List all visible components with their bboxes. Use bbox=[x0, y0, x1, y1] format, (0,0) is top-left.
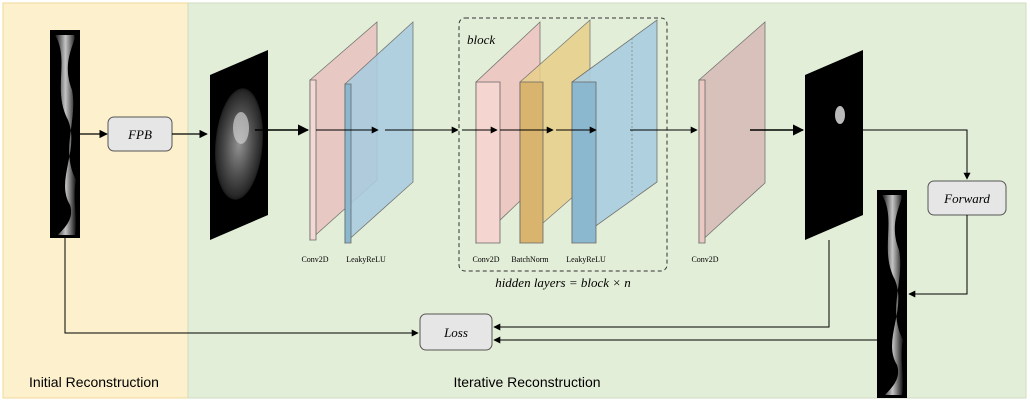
loss-label: Loss bbox=[443, 325, 468, 340]
layer-leakyrelu-1 bbox=[344, 21, 414, 244]
iterative-reconstruction-label: Iterative Reconstruction bbox=[453, 374, 600, 390]
arrow-ct-to-forward bbox=[848, 129, 971, 180]
block-caption: hidden layers = block × n bbox=[495, 275, 631, 290]
label-conv2d-block: Conv2D bbox=[472, 255, 499, 264]
arrow-ct-to-loss bbox=[493, 240, 830, 331]
label-leakyrelu-block: LeakyReLU bbox=[566, 255, 606, 264]
initial-reconstruction-label: Initial Reconstruction bbox=[29, 374, 159, 390]
layer-conv2d-output bbox=[698, 21, 766, 244]
hidden-block-outline bbox=[458, 17, 668, 272]
output-sinogram bbox=[877, 190, 907, 398]
forward-node: Forward bbox=[927, 180, 1007, 216]
fpb-node: FPB bbox=[107, 116, 173, 152]
loss-node: Loss bbox=[419, 313, 493, 351]
layer-leakyrelu-block bbox=[571, 19, 658, 244]
connectors bbox=[64, 124, 971, 344]
forward-label: Forward bbox=[943, 191, 990, 206]
output-ct-image bbox=[805, 50, 863, 240]
block-title: block bbox=[467, 32, 495, 47]
label-leakyrelu-1: LeakyReLU bbox=[346, 255, 386, 264]
label-conv2d-1: Conv2D bbox=[301, 255, 328, 264]
initial-ct-image bbox=[210, 50, 268, 240]
arrow-input-to-loss bbox=[64, 238, 419, 337]
arrow-forward-to-sino bbox=[908, 215, 968, 298]
initial-reconstruction-panel bbox=[2, 2, 189, 399]
label-conv2d-output: Conv2D bbox=[691, 255, 718, 264]
input-sinogram bbox=[50, 30, 80, 238]
label-batchnorm: BatchNorm bbox=[511, 255, 549, 264]
fpb-label: FPB bbox=[127, 127, 152, 142]
